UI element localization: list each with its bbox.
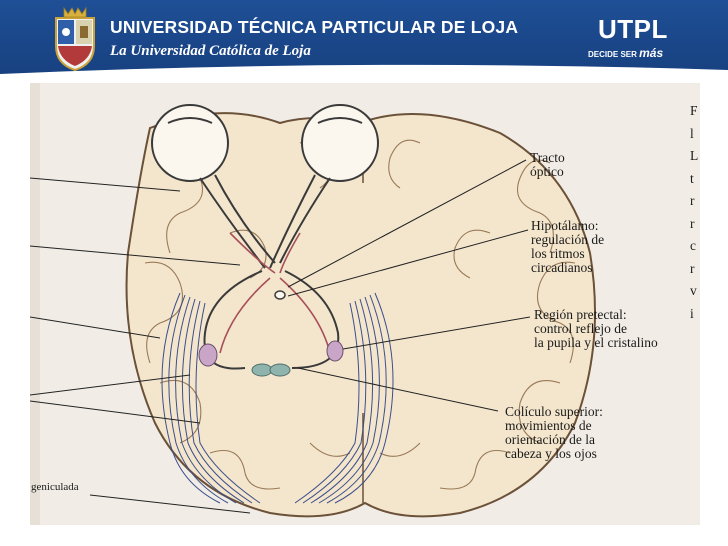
right-eye xyxy=(301,104,379,182)
label-region-pretectal: Región pretectal: control reflejo de la … xyxy=(534,308,700,350)
cropped-char: L xyxy=(690,148,699,163)
cropped-char: F xyxy=(690,103,698,118)
label-line: óptico xyxy=(530,164,564,179)
label-line: Tracto xyxy=(530,150,565,165)
brand-logo-text: UTPL xyxy=(598,14,668,44)
university-subtitle: La Universidad Católica de Loja xyxy=(110,43,311,59)
label-line: regulación de xyxy=(531,232,605,247)
label-coliculo-superior: Colículo superior: movimientos de orient… xyxy=(505,405,603,461)
cropped-char: r xyxy=(690,193,695,208)
tagline-prefix: DECIDE SER xyxy=(588,50,637,59)
leader-lines-left xyxy=(30,177,251,514)
pretectal-nucleus-left xyxy=(198,343,218,367)
label-line: Hipotálamo: xyxy=(531,218,599,233)
label-hipotalamo: Hipotálamo: regulación de los ritmos cir… xyxy=(531,219,604,275)
label-line: control reflejo de xyxy=(534,321,627,336)
brand-tagline: DECIDE SER más xyxy=(588,46,663,60)
pretectal-nucleus-right xyxy=(326,340,344,362)
cropped-char: l xyxy=(690,125,694,141)
cropped-char: v xyxy=(690,283,697,298)
cropped-char: r xyxy=(690,215,695,231)
cropped-char: c xyxy=(690,238,696,253)
visual-pathway-diagram xyxy=(30,83,700,525)
label-line: cabeza y los ojos xyxy=(505,446,597,461)
cropped-char: r xyxy=(690,260,695,276)
university-name: UNIVERSIDAD TÉCNICA PARTICULAR DE LOJA xyxy=(110,17,519,37)
optic-radiation-left xyxy=(161,292,261,504)
label-line: circadianos xyxy=(531,260,593,275)
label-line: la pupila y el cristalino xyxy=(534,335,658,350)
label-line: Región pretectal: xyxy=(534,308,627,322)
superior-colliculus-right xyxy=(269,363,291,377)
cropped-text-column: F l L t r r c r v i xyxy=(690,100,702,325)
superior-colliculus-left xyxy=(251,363,273,377)
label-line: movimientos de xyxy=(505,418,592,433)
tagline-emphasis: más xyxy=(639,46,664,60)
label-geniculada-fragment: geniculada xyxy=(31,481,79,493)
optic-radiation-right xyxy=(294,292,394,504)
label-line: Colículo superior: xyxy=(505,404,603,419)
label-line: orientación de la xyxy=(505,432,595,447)
left-eye xyxy=(151,104,229,182)
optic-pathway xyxy=(199,174,340,370)
leader-lines-right xyxy=(287,159,531,412)
label-line: los ritmos xyxy=(531,246,585,261)
cropped-char: t xyxy=(690,170,694,186)
retinohypothalamic-fibers xyxy=(219,232,331,354)
label-tracto-optico: Tracto óptico xyxy=(530,151,565,179)
cropped-char: i xyxy=(690,305,694,321)
university-crest-icon xyxy=(55,6,95,72)
paper-shadow-left xyxy=(30,83,40,525)
hypothalamus-marker xyxy=(274,290,286,300)
